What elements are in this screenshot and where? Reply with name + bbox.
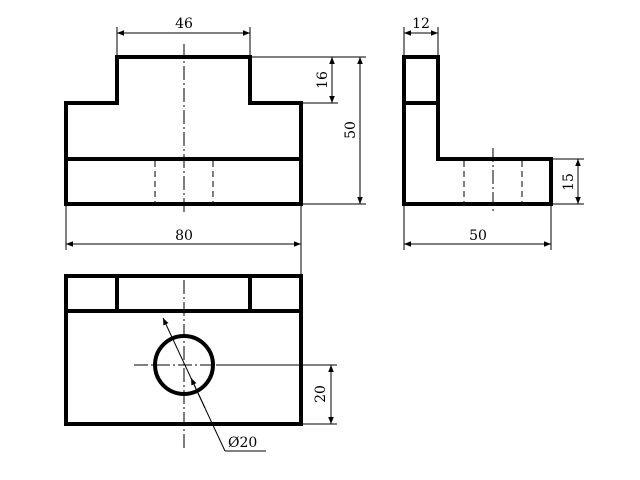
dim-46-label: 46 (175, 16, 193, 32)
dim-20-label: 20 (313, 385, 329, 403)
top-view: 20 Ø20 (64, 274, 337, 452)
front-view-outline (64, 55, 303, 206)
dim-50-height-label: 50 (343, 121, 359, 139)
dim-15-label: 15 (561, 173, 577, 191)
side-view-outline (402, 55, 553, 206)
dim-16-label: 16 (315, 71, 331, 89)
dim-50-width-label: 50 (469, 228, 487, 244)
hole-diameter-arrow-far (190, 377, 206, 409)
dim-12-label: 12 (412, 16, 430, 32)
front-view: 46 16 50 80 (64, 16, 366, 275)
hole-diameter-label: Ø20 (228, 435, 257, 451)
dim-80-label: 80 (175, 228, 193, 244)
side-view: 12 15 50 (402, 16, 584, 250)
